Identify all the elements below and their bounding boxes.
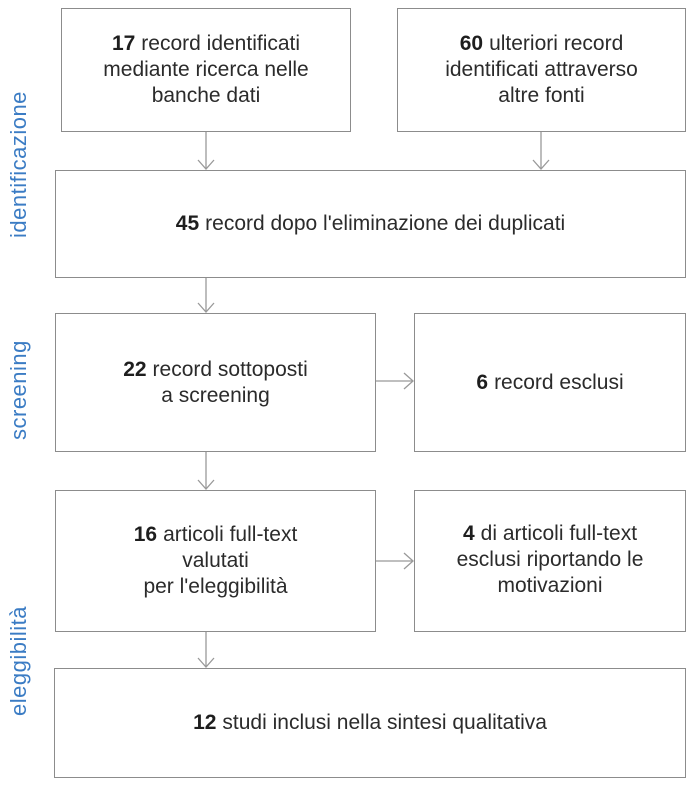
- text-line: di articoli full-text: [480, 522, 638, 545]
- text-line: altre fonti: [498, 84, 585, 107]
- count: 16: [133, 523, 158, 546]
- text-line: ulteriori record: [489, 32, 624, 55]
- text-line: mediante ricerca nelle: [103, 58, 309, 81]
- count: 6: [476, 370, 489, 394]
- count: 17: [111, 32, 136, 55]
- count: 60: [459, 32, 484, 55]
- text-line: record sottoposti: [152, 357, 308, 381]
- text-line: identificati attraverso: [445, 58, 638, 81]
- text-line: valutati: [182, 549, 249, 572]
- text-line: record dopo l'eliminazione dei duplicati: [205, 212, 566, 235]
- count: 4: [462, 522, 475, 545]
- text-line: per l'eleggibilità: [143, 575, 288, 598]
- text-line: banche dati: [151, 84, 261, 107]
- count: 45: [175, 212, 200, 235]
- text-line: record identificati: [141, 32, 301, 55]
- text-line: a screening: [161, 383, 270, 407]
- count: 22: [123, 357, 147, 381]
- text-line: record esclusi: [494, 370, 624, 394]
- text-line: esclusi riportando le: [456, 548, 644, 571]
- count: 12: [193, 711, 217, 734]
- text-line: motivazioni: [497, 574, 603, 597]
- text-line: articoli full-text: [163, 523, 298, 546]
- text-line: studi inclusi nella sintesi qualitativa: [222, 711, 547, 734]
